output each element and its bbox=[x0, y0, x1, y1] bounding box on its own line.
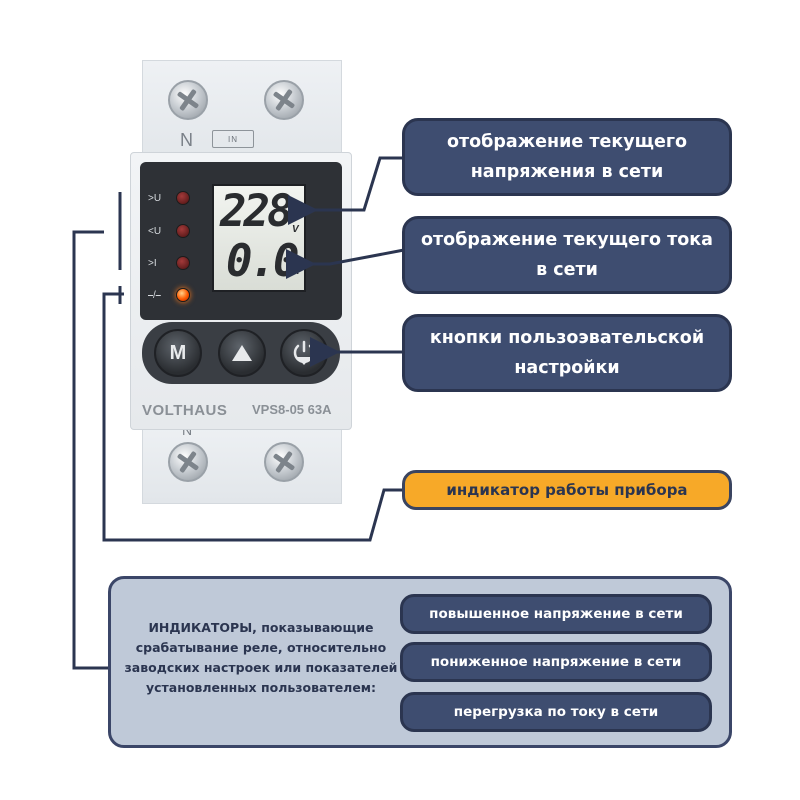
screw-icon bbox=[264, 442, 304, 482]
menu-button[interactable]: M bbox=[154, 329, 202, 377]
screw-icon bbox=[264, 80, 304, 120]
up-button[interactable] bbox=[218, 329, 266, 377]
buttons-callout: кнопки пользоэвательской настройки bbox=[402, 314, 732, 392]
terminal-label-top: N bbox=[180, 130, 193, 150]
terminal-label-bottom: N bbox=[182, 422, 193, 438]
led-label-undervoltage: <U bbox=[148, 225, 162, 237]
led-red-icon bbox=[176, 256, 190, 270]
indicator-undervoltage-label: пониженное напряжение в сети bbox=[400, 642, 712, 682]
led-work: ⎯/⎯ bbox=[148, 288, 190, 302]
led-undervoltage: <U bbox=[148, 224, 190, 238]
work-indicator-callout: индикатор работы прибора bbox=[402, 470, 732, 510]
indicator-overcurrent-label: перегрузка по току в сети bbox=[400, 692, 712, 732]
led-overvoltage: >U bbox=[148, 191, 190, 205]
led-overcurrent: >I bbox=[148, 256, 190, 270]
led-red-icon bbox=[176, 224, 190, 238]
voltage-readout: 228 bbox=[220, 186, 294, 237]
screw-icon bbox=[168, 442, 208, 482]
voltage-unit: V bbox=[292, 224, 299, 235]
in-badge: IN bbox=[212, 130, 254, 148]
screw-icon bbox=[168, 80, 208, 120]
led-orange-icon bbox=[176, 288, 190, 302]
work-indicator-connector bbox=[102, 292, 404, 542]
voltage-callout: отображение текущего напряжения в сети bbox=[402, 118, 732, 196]
indicators-connector bbox=[72, 230, 112, 670]
current-connector bbox=[286, 248, 405, 279]
menu-button-label: M bbox=[169, 341, 187, 364]
led-red-icon bbox=[176, 191, 190, 205]
brand-logo: VOLTHAUS bbox=[142, 402, 228, 419]
led-label-work: ⎯/⎯ bbox=[148, 289, 161, 301]
model-label: VPS8-05 63A bbox=[252, 402, 332, 417]
arrow-up-icon bbox=[232, 345, 252, 361]
current-callout: отображение текущего тока в сети bbox=[402, 216, 732, 294]
led-label-overcurrent: >I bbox=[148, 257, 157, 269]
voltage-connector bbox=[288, 156, 404, 225]
indicator-overvoltage-label: повышенное напряжение в сети bbox=[400, 594, 712, 634]
led-label-overvoltage: >U bbox=[148, 192, 162, 204]
indicators-description: ИНДИКАТОРЫ, показывающие срабатывание ре… bbox=[124, 620, 398, 695]
